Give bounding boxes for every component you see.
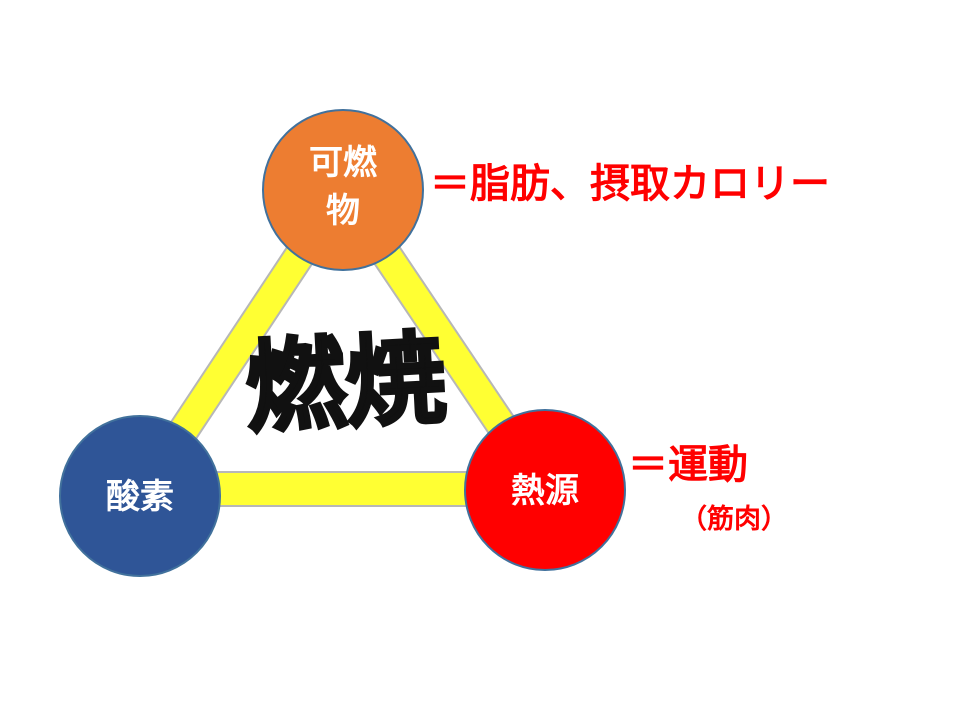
node-combustible: 可燃 物: [262, 109, 424, 271]
center-label: 燃焼: [243, 319, 449, 447]
node-heat-circle: [464, 409, 626, 571]
node-oxygen-circle: [59, 415, 221, 577]
note-heat: ＝運動: [628, 442, 748, 488]
node-heat-label: 熱源: [511, 471, 579, 511]
note-combustible: ＝脂肪、摂取カロリー: [430, 161, 830, 207]
node-heat: 熱源: [464, 409, 626, 571]
node-combustible-label-line1: 可燃: [309, 143, 378, 183]
note-heat-sub: （筋肉）: [680, 503, 788, 535]
node-oxygen-label: 酸素: [106, 477, 174, 517]
node-combustible-label-line2: 物: [326, 191, 360, 231]
node-combustible-circle: [262, 109, 424, 271]
node-oxygen: 酸素: [59, 415, 221, 577]
